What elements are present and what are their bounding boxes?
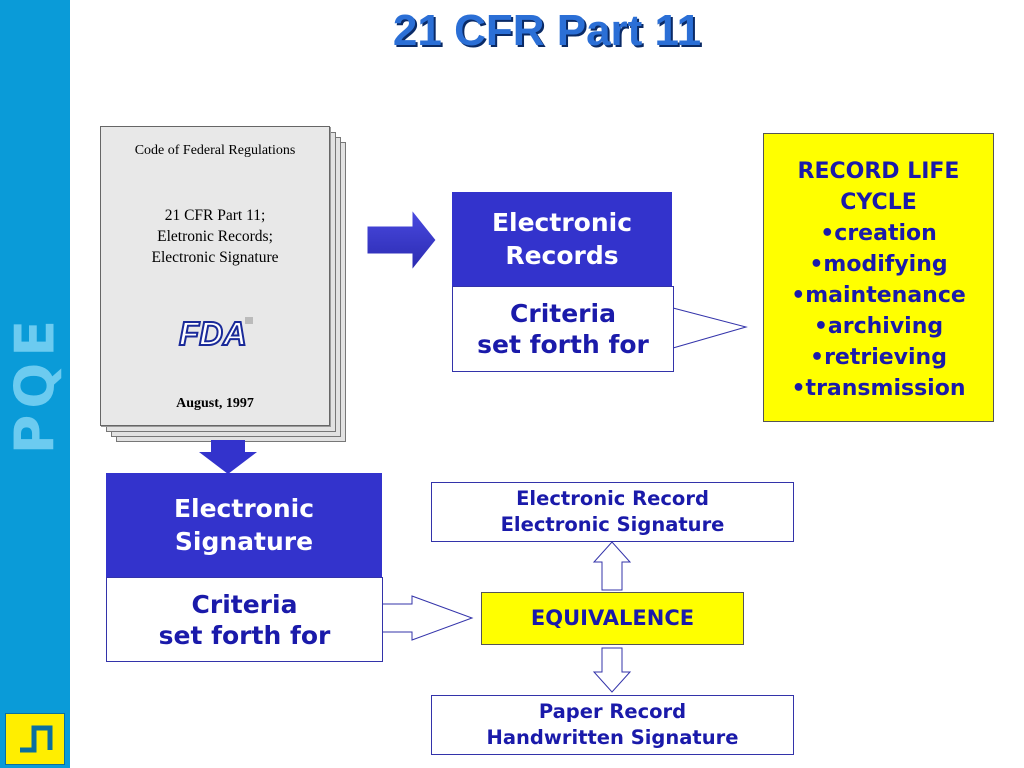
list-item: •modifying xyxy=(809,252,948,277)
document-line: Eletronic Records; xyxy=(157,228,273,245)
record-life-cycle-title: RECORD LIFE CYCLE xyxy=(797,159,960,215)
document-front-page: Code of Federal Regulations 21 CFR Part … xyxy=(100,126,330,426)
electronic-signature-box: Electronic Signature xyxy=(106,473,382,577)
arrow-down-icon xyxy=(199,440,257,474)
fda-logo-text: FDA xyxy=(179,315,247,351)
electronic-record-signature-box: Electronic Record Electronic Signature xyxy=(431,482,794,542)
electronic-records-criteria-box: Criteria set forth for xyxy=(452,286,674,372)
arrow-right-icon xyxy=(366,208,437,272)
list-item: •maintenance xyxy=(791,283,966,308)
document-body: 21 CFR Part 11; Eletronic Records; Elect… xyxy=(101,205,329,268)
open-arrow-up-icon xyxy=(592,541,632,591)
sidebar: PQE xyxy=(0,0,70,768)
list-item: •retrieving xyxy=(810,345,947,370)
document-heading: Code of Federal Regulations xyxy=(134,143,296,158)
fda-logo: FDA xyxy=(177,314,257,356)
open-arrow-right-icon xyxy=(382,595,474,641)
record-life-cycle-box: RECORD LIFE CYCLE •creation •modifying •… xyxy=(763,133,994,422)
electronic-records-box: Electronic Records xyxy=(452,192,672,286)
document-line: 21 CFR Part 11; xyxy=(164,207,266,224)
regulation-document: Code of Federal Regulations 21 CFR Part … xyxy=(100,126,348,444)
callout-arrow-icon xyxy=(672,307,748,349)
paper-record-signature-box: Paper Record Handwritten Signature xyxy=(431,695,794,755)
list-item: •archiving xyxy=(813,314,944,339)
document-line: Electronic Signature xyxy=(151,249,279,266)
document-date: August, 1997 xyxy=(176,396,254,411)
equivalence-box: EQUIVALENCE xyxy=(481,592,744,645)
open-arrow-down-icon xyxy=(592,647,632,693)
list-item: •transmission xyxy=(791,376,966,401)
page-title: 21 CFR Part 11 xyxy=(392,6,702,55)
pqe-logo-icon xyxy=(5,713,65,765)
list-item: •creation xyxy=(820,221,937,246)
electronic-signature-criteria-box: Criteria set forth for xyxy=(106,577,383,662)
